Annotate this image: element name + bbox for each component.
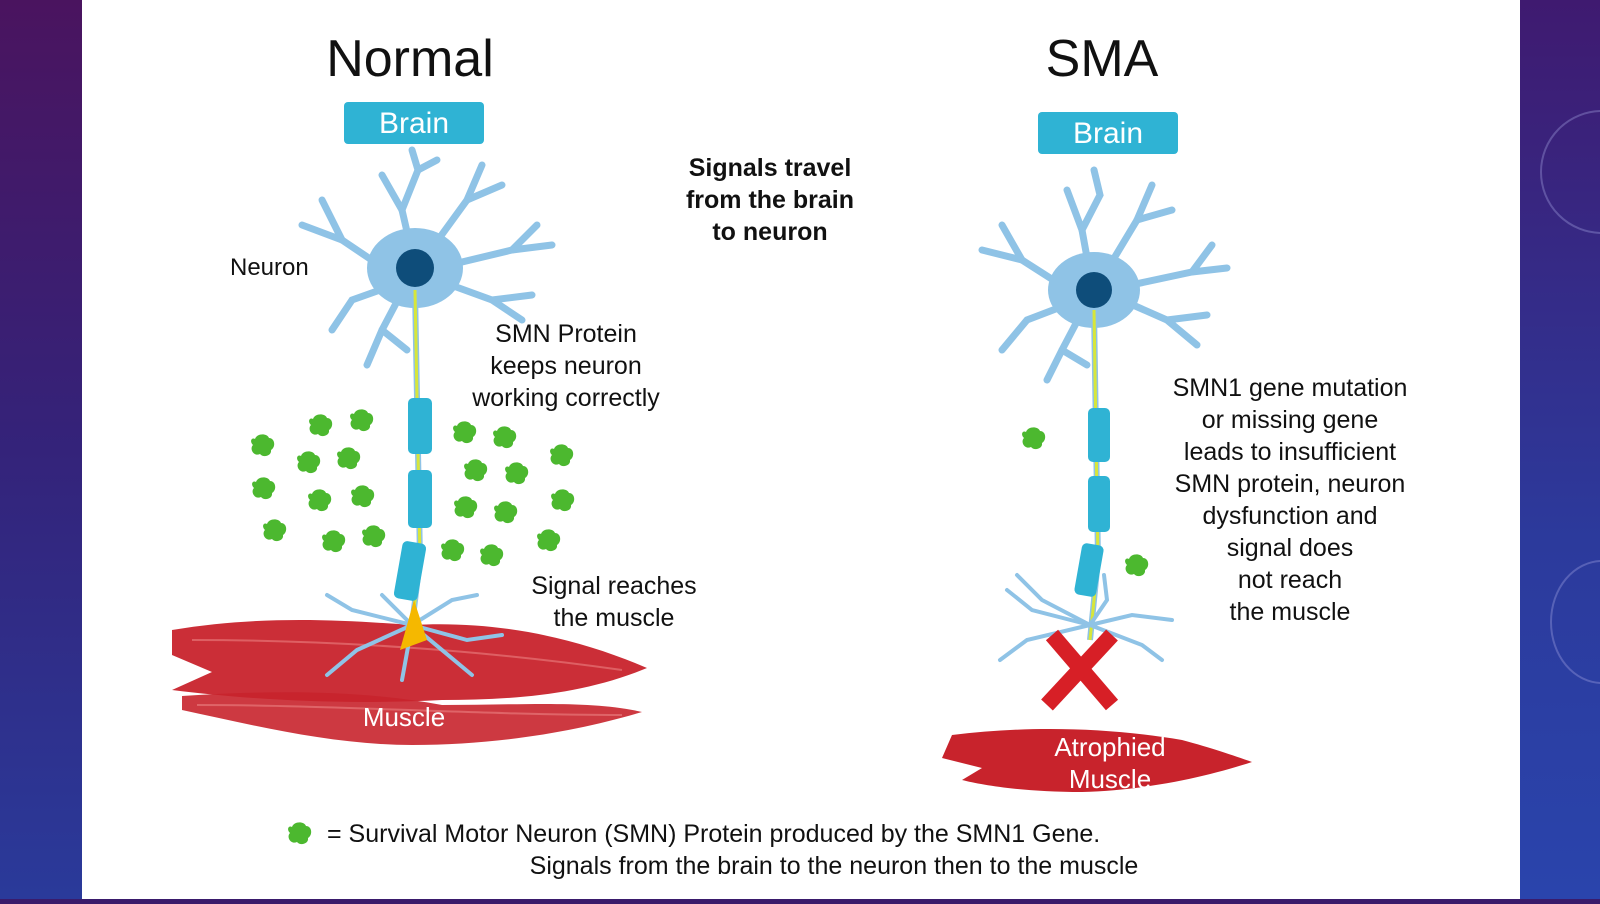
center-note-line: to neuron (712, 218, 827, 246)
sma-brain-label: Brain (1073, 117, 1143, 150)
legend-protein-icon (288, 822, 312, 845)
decor-ring (1550, 560, 1600, 684)
sma-description-line: leads to insufficient (1184, 438, 1396, 466)
sma-description-line: or missing gene (1202, 406, 1378, 434)
sma-description: SMN1 gene mutation or missing gene leads… (1173, 374, 1408, 626)
normal-smn-note-line: working correctly (471, 384, 660, 412)
sma-muscle-label-line: Muscle (1069, 764, 1151, 794)
normal-muscle-label: Muscle (363, 702, 445, 732)
sma-description-line: dysfunction and (1202, 502, 1377, 530)
sma-description-line: SMN1 gene mutation (1173, 374, 1408, 402)
normal-signal-note-line: Signal reaches (531, 572, 696, 600)
sma-title: SMA (1046, 30, 1159, 88)
normal-nerve-endings (325, 593, 504, 682)
sma-nerve-endings (998, 573, 1174, 662)
center-note-line: Signals travel (689, 154, 852, 182)
right-margin-decoration (1520, 0, 1600, 899)
normal-signal-arrow (400, 600, 427, 650)
normal-title: Normal (326, 30, 494, 88)
normal-nucleus (396, 249, 434, 287)
sma-atrophied-muscle (942, 728, 1252, 792)
center-note: Signals travel from the brain to neuron (686, 154, 854, 246)
normal-neuron-label: Neuron (230, 254, 309, 281)
sma-brain-box (1038, 112, 1178, 154)
sma-diagram: Normal Brain Neuron (172, 30, 1408, 880)
sma-muscle-label-line: Atrophied (1054, 732, 1165, 762)
legend-line-2: Signals from the brain to the neuron the… (530, 852, 1139, 880)
normal-signal-note-line: the muscle (554, 604, 675, 632)
normal-brain-label: Brain (379, 107, 449, 140)
sma-myelin-sheaths (1074, 408, 1110, 597)
decor-ring (1540, 110, 1600, 234)
normal-smn-note-line: SMN Protein (495, 320, 637, 348)
no-signal-x-icon (1041, 629, 1119, 711)
sma-nucleus (1076, 272, 1112, 308)
normal-signal-note: Signal reaches the muscle (531, 572, 696, 632)
normal-myelin-sheaths (393, 398, 432, 601)
sma-description-line: the muscle (1230, 598, 1351, 626)
normal-smn-note-line: keeps neuron (490, 352, 642, 380)
normal-muscle (172, 620, 647, 745)
left-margin-decoration (0, 0, 82, 899)
legend-line-1: = Survival Motor Neuron (SMN) Protein pr… (327, 820, 1100, 848)
normal-smn-note: SMN Protein keeps neuron working correct… (471, 320, 660, 412)
sma-muscle-label: Atrophied Muscle (1054, 732, 1165, 794)
slide: Normal Brain Neuron (82, 0, 1520, 899)
sma-description-line: SMN protein, neuron (1175, 470, 1406, 498)
sma-description-line: signal does (1227, 534, 1353, 562)
normal-brain-box (344, 102, 484, 144)
center-note-line: from the brain (686, 186, 854, 214)
sma-description-line: not reach (1238, 566, 1342, 594)
